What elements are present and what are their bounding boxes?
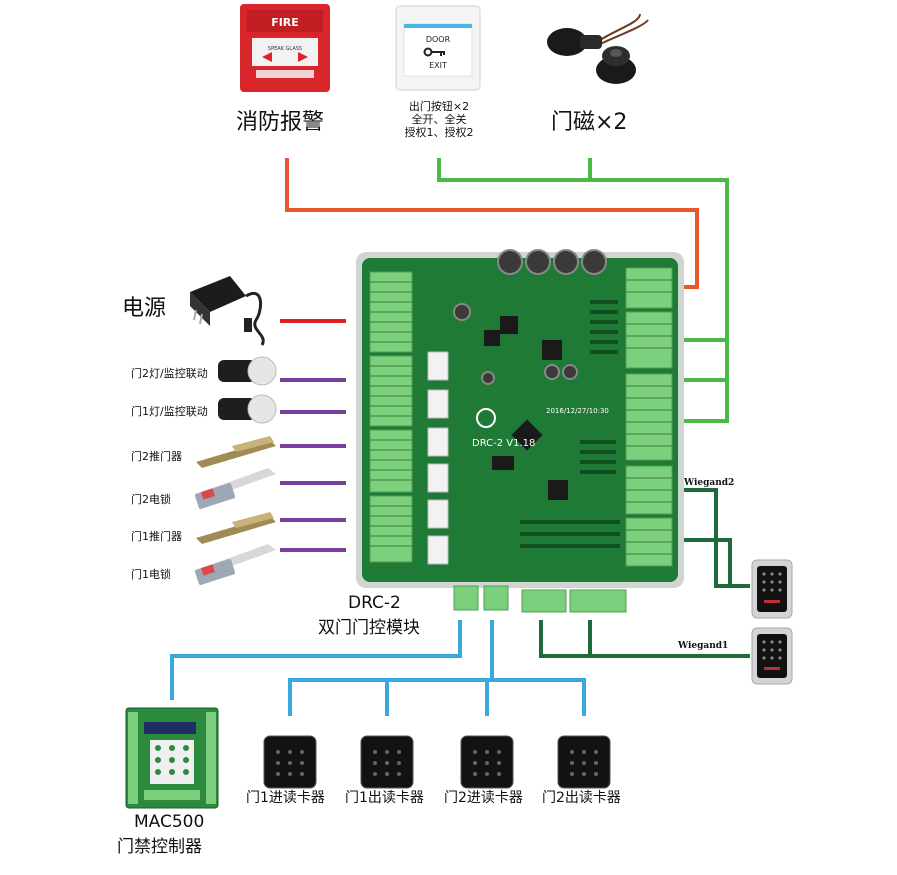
exit-button-label-line2: 全开、全关 bbox=[411, 113, 467, 126]
power-adapter-device bbox=[190, 276, 265, 346]
reader-d2-in-device bbox=[460, 735, 514, 789]
fire-alarm-wire bbox=[285, 158, 699, 289]
reader-d2-in-label: 门2进读卡器 bbox=[444, 790, 523, 806]
wiegand2-wire-b bbox=[682, 538, 732, 586]
exit-button-wire bbox=[437, 158, 729, 423]
fire-alarm-label: 消防报警 bbox=[236, 110, 325, 135]
reader-d2-out-label: 门2出读卡器 bbox=[542, 790, 621, 806]
readers-wire bbox=[288, 620, 586, 716]
door1-lock-label: 门1电锁 bbox=[131, 568, 171, 581]
key-icon bbox=[423, 47, 445, 57]
door2-light-device bbox=[218, 356, 277, 386]
wiegand1-reader-device bbox=[751, 627, 793, 685]
door1-light-label: 门1灯/监控联动 bbox=[131, 405, 208, 418]
board-date-text: 2016/12/27/10:30 bbox=[546, 407, 609, 415]
mac500-controller-device bbox=[125, 707, 219, 809]
bottom-terminals bbox=[453, 585, 627, 613]
door1-pusher-label: 门1推门器 bbox=[131, 530, 182, 543]
door2-lock-device bbox=[194, 468, 276, 509]
reader-d1-out-label: 门1出读卡器 bbox=[345, 790, 424, 806]
door-contact-device bbox=[547, 13, 649, 84]
fire-panel-text: FIRE bbox=[271, 16, 299, 29]
door2-pusher-device bbox=[196, 436, 276, 468]
door-top-text: DOOR bbox=[426, 35, 451, 44]
fire-alarm-device: FIRE SPEAK GLASS bbox=[240, 4, 330, 92]
relays bbox=[427, 351, 449, 565]
wiegand2-reader-device bbox=[751, 559, 793, 619]
exit-button-label-line3: 授权1、授权2 bbox=[404, 126, 474, 139]
door1-pusher-device bbox=[196, 512, 276, 544]
door1-light-device bbox=[218, 394, 277, 424]
module-model-label: DRC-2 bbox=[348, 593, 401, 613]
wiegand1-wire bbox=[539, 620, 750, 658]
wiegand1-label: Wiegand1 bbox=[678, 641, 729, 651]
reader-d1-in-label: 门1进读卡器 bbox=[246, 790, 325, 806]
wires bbox=[170, 158, 750, 716]
reader-d2-out-device bbox=[557, 735, 611, 789]
door-contact-label: 门磁×2 bbox=[551, 110, 628, 135]
component-rows bbox=[520, 300, 620, 548]
reader-d1-out-device bbox=[360, 735, 414, 789]
exit-button-device: DOOR EXIT bbox=[395, 5, 481, 91]
capacitors bbox=[453, 249, 607, 385]
controller-model-label: MAC500 bbox=[134, 812, 205, 832]
left-terminals bbox=[369, 271, 413, 563]
drc2-board: DRC-2 V1.18 2016/12/27/10:30 bbox=[356, 249, 684, 613]
door-bottom-text: EXIT bbox=[429, 61, 447, 70]
exit-button-label: 出门按钮×2 全开、全关 授权1、授权2 bbox=[396, 100, 482, 139]
controller-wire bbox=[170, 620, 462, 700]
door2-light-label: 门2灯/监控联动 bbox=[131, 367, 208, 380]
power-label: 电源 bbox=[122, 296, 167, 321]
board-version-text: DRC-2 V1.18 bbox=[472, 438, 535, 449]
right-terminals bbox=[625, 267, 673, 567]
door1-lock-device bbox=[194, 544, 276, 585]
fire-sub-text: SPEAK GLASS bbox=[268, 46, 302, 52]
chips bbox=[484, 316, 568, 500]
board-logo-icon bbox=[476, 408, 496, 428]
wiegand2-label: Wiegand2 bbox=[684, 478, 735, 488]
controller-name-label: 门禁控制器 bbox=[117, 837, 202, 857]
door2-lock-label: 门2电锁 bbox=[131, 493, 171, 506]
module-name-label: 双门门控模块 bbox=[318, 618, 420, 638]
exit-button-label-line1: 出门按钮×2 bbox=[408, 100, 470, 113]
door2-pusher-label: 门2推门器 bbox=[131, 450, 182, 463]
reader-d1-in-device bbox=[263, 735, 317, 789]
